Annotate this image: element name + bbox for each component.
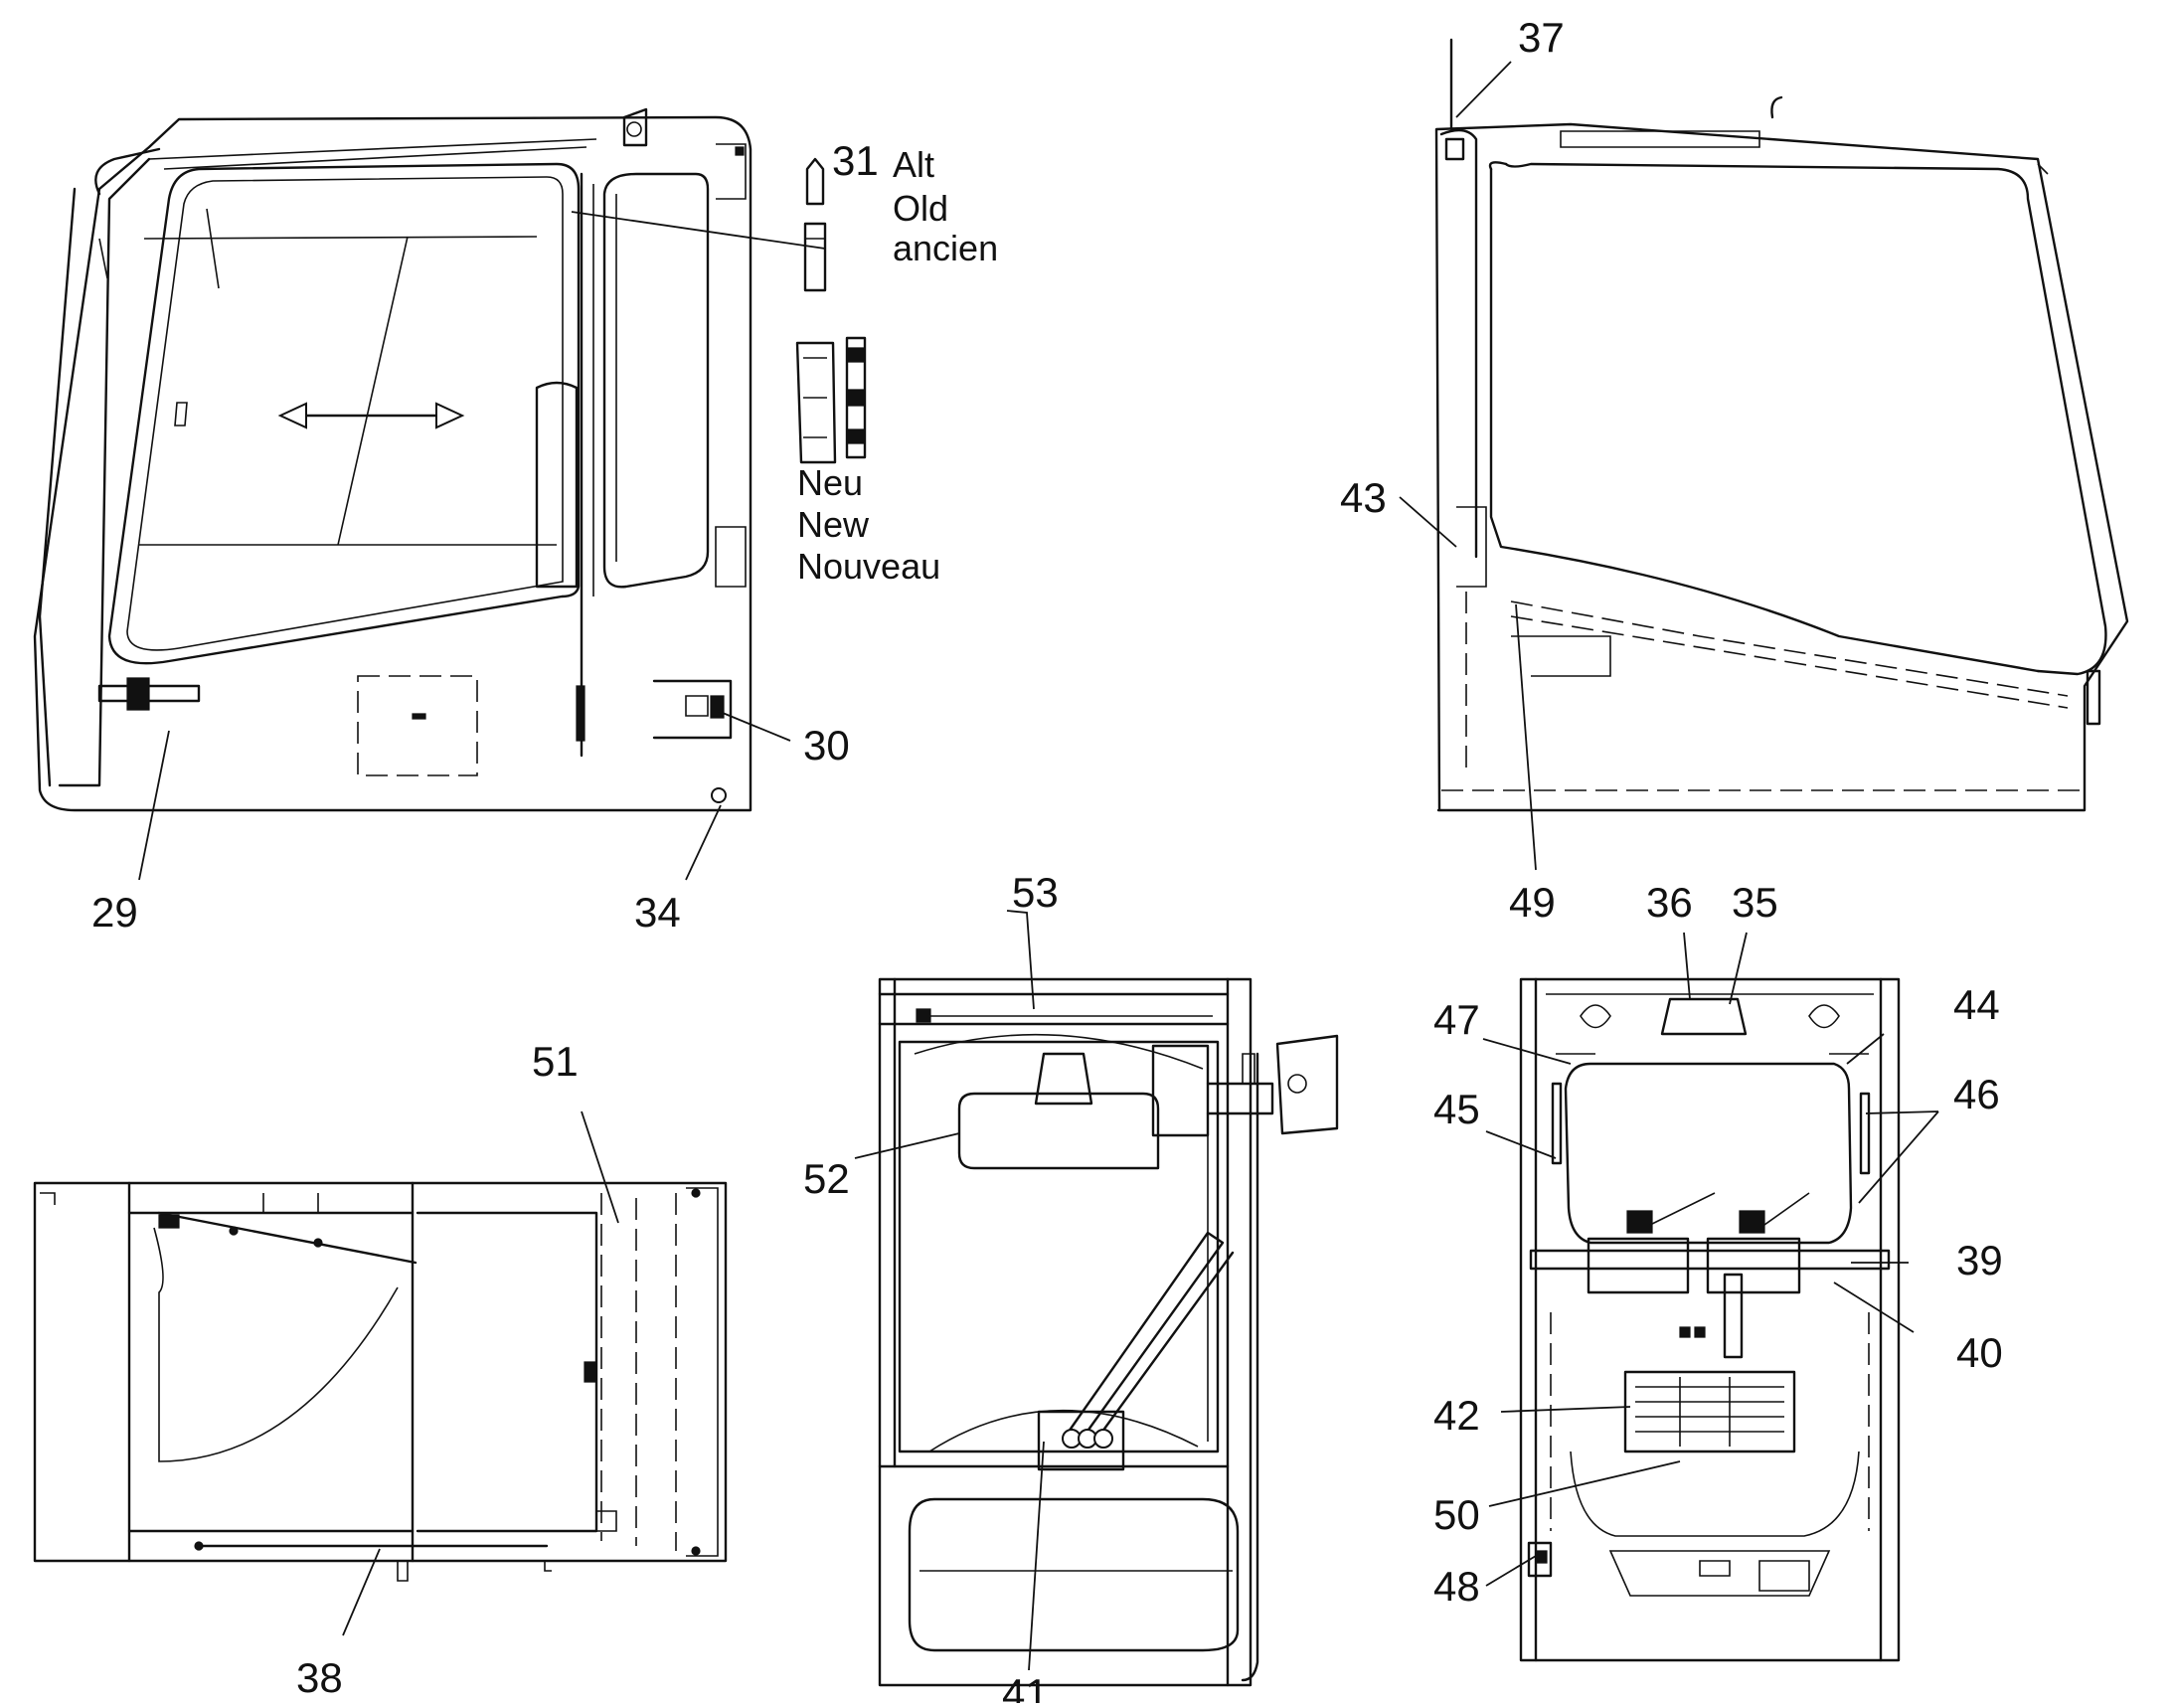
cab-rear-view (1519, 977, 1901, 1662)
callout-46: 46 (1953, 1071, 2000, 1117)
old-label-en: Old (893, 188, 948, 229)
callout-47: 47 (1433, 996, 1480, 1043)
callout-50: 50 (1433, 1491, 1480, 1538)
callout-labels: 29 30 31 34 35 36 37 38 39 40 41 42 43 4… (91, 14, 2003, 1708)
callout-30: 30 (803, 722, 850, 769)
roller-old-part (803, 157, 827, 292)
callout-34: 34 (634, 889, 681, 936)
callout-40: 40 (1956, 1329, 2003, 1376)
callout-45: 45 (1433, 1086, 1480, 1132)
old-label-fr: ancien (893, 228, 998, 268)
callout-37: 37 (1518, 14, 1565, 61)
callout-39: 39 (1956, 1237, 2003, 1283)
callout-49: 49 (1509, 879, 1556, 926)
callout-44: 44 (1953, 981, 2000, 1028)
new-label-en: New (797, 504, 870, 545)
callout-31: 31 (832, 137, 879, 184)
cab-top-view (33, 1181, 728, 1582)
cab-front-view (878, 977, 1339, 1687)
variant-labels: Alt Old ancien Neu New Nouveau (797, 144, 998, 587)
callout-36: 36 (1646, 879, 1693, 926)
old-label-de: Alt (893, 144, 934, 185)
new-label-de: Neu (797, 462, 863, 503)
callout-38: 38 (296, 1654, 343, 1701)
callout-48: 48 (1433, 1563, 1480, 1610)
callout-51: 51 (532, 1038, 579, 1085)
callout-42: 42 (1433, 1392, 1480, 1439)
callout-43: 43 (1340, 474, 1387, 521)
cab-left-side-view (33, 107, 752, 812)
callout-53: 53 (1012, 869, 1059, 916)
roller-new-part (795, 336, 867, 464)
callout-52: 52 (803, 1155, 850, 1202)
callout-41: 41 (1002, 1670, 1049, 1703)
callout-35: 35 (1732, 879, 1778, 926)
callout-29: 29 (91, 889, 138, 936)
new-label-fr: Nouveau (797, 546, 940, 587)
leader-lines (138, 61, 1939, 1671)
cab-right-side-view (1434, 38, 2129, 812)
